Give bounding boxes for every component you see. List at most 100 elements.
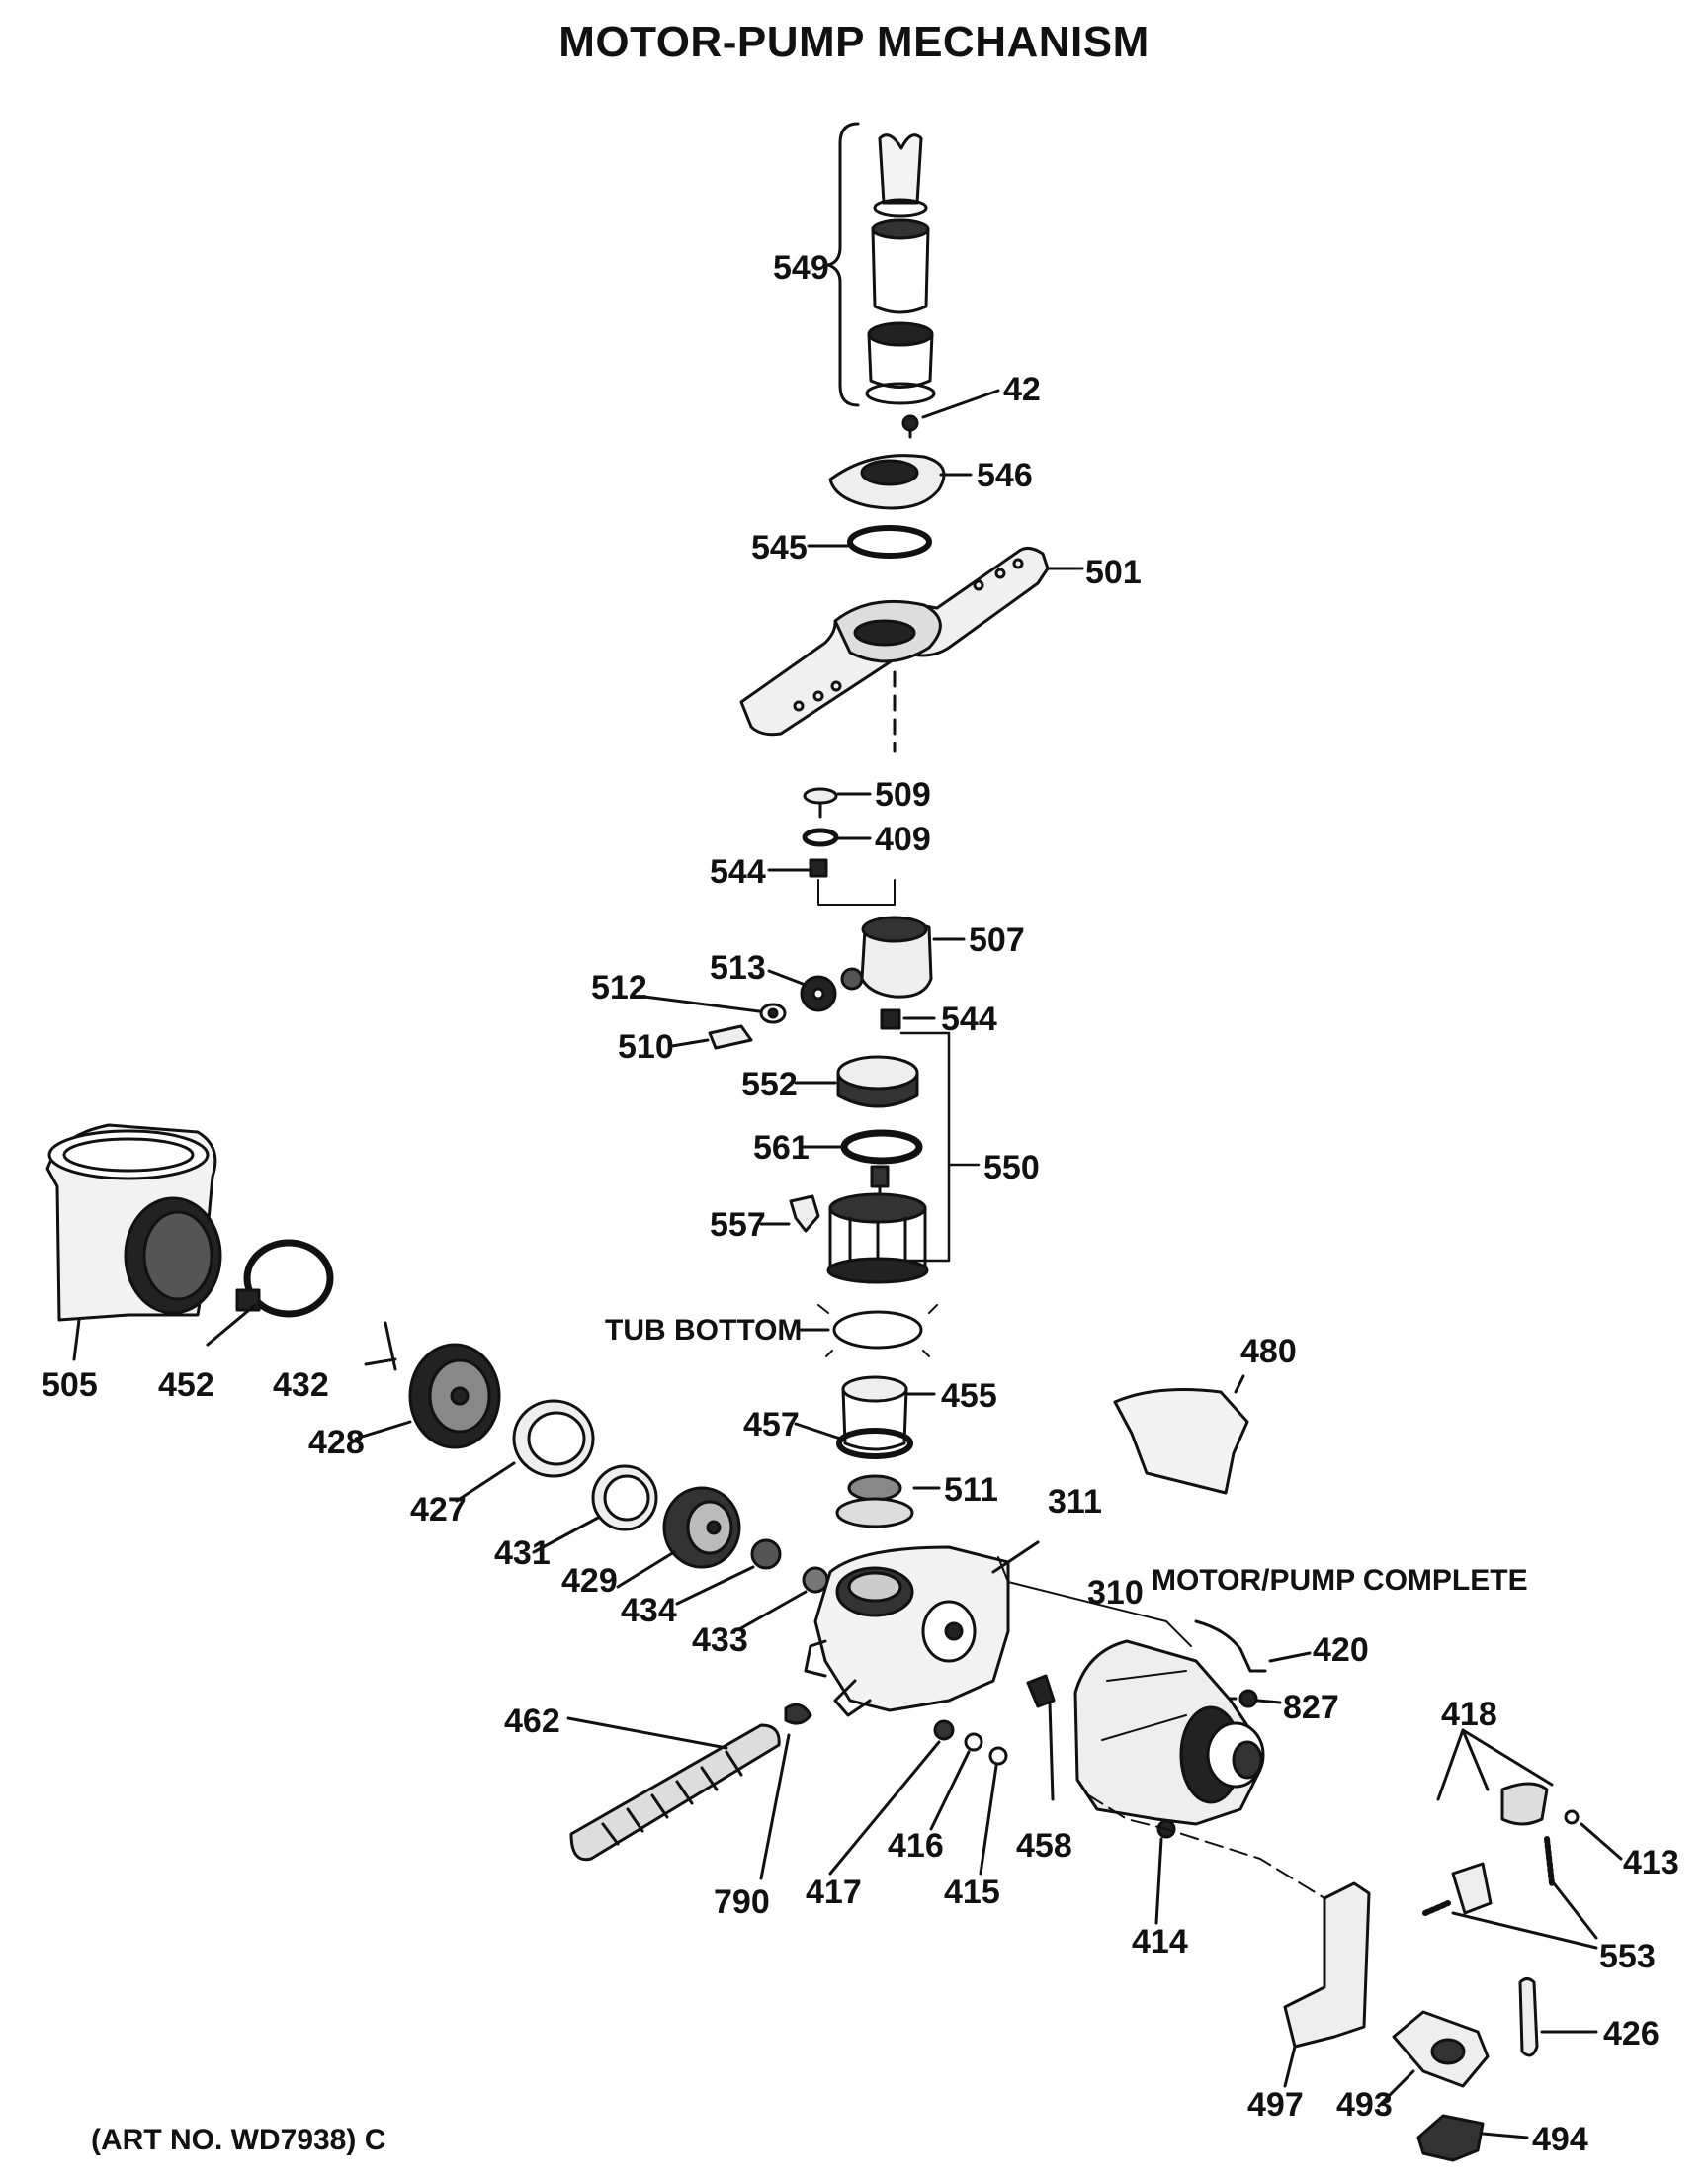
- part-label-310: 310: [1087, 1574, 1144, 1612]
- part-label-416: 416: [888, 1827, 944, 1865]
- part-label-501: 501: [1085, 554, 1142, 591]
- part-553-spring: [1422, 1836, 1598, 1950]
- motor-pump-complete-label: MOTOR/PUMP COMPLETE: [1152, 1564, 1528, 1597]
- part-544-nut-lower: [880, 1008, 936, 1030]
- part-431-ring: [532, 1464, 658, 1554]
- part-label-415: 415: [944, 1874, 1000, 1911]
- part-label-509: 509: [875, 776, 931, 814]
- part-label-511: 511: [944, 1471, 998, 1509]
- part-label-417: 417: [806, 1874, 862, 1911]
- part-label-512: 512: [591, 969, 647, 1006]
- part-512-washer: [642, 995, 787, 1024]
- part-label-413: 413: [1623, 1844, 1679, 1881]
- part-label-42: 42: [1003, 371, 1041, 408]
- part-label-418: 418: [1441, 1696, 1497, 1733]
- part-455-cup: [841, 1375, 936, 1451]
- part-493-box: [1377, 2010, 1490, 2108]
- part-label-455: 455: [941, 1377, 997, 1415]
- part-509-screw: [803, 787, 872, 819]
- part-549-bracket: [826, 122, 860, 407]
- part-label-431: 431: [494, 1534, 551, 1572]
- tub-bottom-label: TUB BOTTOM: [605, 1314, 802, 1347]
- part-label-544-lower: 544: [941, 1001, 997, 1038]
- part-510-pin: [670, 1024, 753, 1050]
- part-501-spray-arm: [739, 547, 1084, 737]
- diagram-title: MOTOR-PUMP MECHANISM: [558, 18, 1150, 66]
- part-label-553: 553: [1599, 1938, 1656, 1975]
- part-417-washer: [828, 1719, 955, 1876]
- part-label-452: 452: [158, 1366, 214, 1404]
- part-827-screw: [1226, 1689, 1282, 1708]
- part-550-filter-housing: [826, 1165, 929, 1284]
- part-label-507: 507: [969, 921, 1025, 959]
- part-label-505: 505: [42, 1366, 98, 1404]
- part-label-428: 428: [308, 1424, 365, 1461]
- part-426-pin: [1518, 1977, 1598, 2057]
- part-552-gear: [794, 1055, 919, 1108]
- part-label-513: 513: [710, 949, 766, 987]
- part-416-washer: [929, 1732, 983, 1831]
- part-label-544-upper: 544: [710, 853, 766, 891]
- part-label-790: 790: [714, 1883, 770, 1921]
- part-790-clip: [759, 1703, 812, 1880]
- tub-bottom-gasket: [799, 1304, 938, 1357]
- part-label-426: 426: [1603, 2015, 1660, 2052]
- part-414-screw: [1086, 1793, 1325, 1925]
- part-label-311: 311: [1048, 1483, 1102, 1521]
- part-label-480: 480: [1240, 1333, 1297, 1370]
- part-label-427: 427: [410, 1491, 467, 1528]
- part-429-impeller: [616, 1486, 741, 1589]
- part-label-497: 497: [1247, 2086, 1304, 2124]
- part-513-gear: [767, 969, 837, 1012]
- part-label-552: 552: [741, 1066, 798, 1103]
- part-311-pump-housing: [804, 1540, 1040, 1717]
- part-label-510: 510: [618, 1028, 674, 1066]
- part-label-409: 409: [875, 821, 931, 858]
- part-497-bracket: [1283, 1881, 1371, 2088]
- part-42-screw: [901, 389, 1000, 439]
- art-number: (ART NO. WD7938) C: [91, 2124, 386, 2156]
- part-409-washer: [802, 828, 872, 847]
- part-434-nut: [675, 1538, 782, 1606]
- part-561-washer: [801, 1129, 923, 1165]
- part-452-clamp: [206, 1239, 334, 1347]
- part-label-414: 414: [1132, 1923, 1188, 1961]
- part-462-hose: [566, 1716, 781, 1862]
- part-label-429: 429: [561, 1562, 618, 1600]
- part-label-494: 494: [1532, 2121, 1588, 2158]
- part-511-seal: [835, 1474, 941, 1528]
- part-label-458: 458: [1016, 1827, 1072, 1865]
- part-544-nut-upper: [767, 858, 896, 906]
- part-549-cartridge: [865, 133, 936, 405]
- part-418-relay: [1436, 1728, 1554, 1915]
- part-415-washer: [979, 1746, 1008, 1876]
- part-label-827: 827: [1283, 1689, 1339, 1726]
- part-label-546: 546: [977, 457, 1033, 494]
- part-494-cap: [1416, 2114, 1529, 2162]
- part-label-432: 432: [273, 1366, 329, 1404]
- part-label-457: 457: [743, 1406, 800, 1443]
- part-label-557: 557: [710, 1206, 766, 1244]
- part-label-549: 549: [773, 249, 829, 287]
- part-label-433: 433: [692, 1621, 748, 1659]
- part-545-ring: [807, 525, 932, 559]
- part-427-ring: [455, 1399, 595, 1503]
- part-557-clip: [759, 1194, 820, 1233]
- part-413-clip: [1564, 1809, 1623, 1861]
- part-label-462: 462: [504, 1703, 560, 1740]
- part-432-bolt: [364, 1321, 397, 1371]
- part-428-pump: [354, 1343, 501, 1449]
- part-label-420: 420: [1313, 1631, 1369, 1669]
- part-480-cover: [1113, 1374, 1249, 1495]
- part-label-561: 561: [753, 1129, 810, 1167]
- part-310-bracket: [997, 1556, 1192, 1647]
- part-458-coupling: [1026, 1674, 1056, 1801]
- part-420-wire: [1194, 1619, 1312, 1673]
- part-310-motor: [1073, 1639, 1265, 1826]
- part-457-clamp: [794, 1422, 913, 1459]
- part-label-434: 434: [621, 1592, 677, 1629]
- part-433-seal: [737, 1566, 829, 1631]
- part-label-545: 545: [751, 529, 808, 567]
- part-507-hub: [840, 916, 966, 999]
